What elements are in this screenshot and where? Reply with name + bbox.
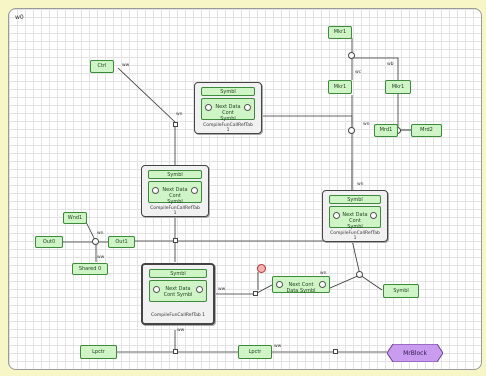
input-port[interactable]: [333, 212, 340, 219]
wire: [329, 274, 361, 289]
warning-icon[interactable]: [257, 264, 266, 273]
block-body-text: Next Data Cont Symbl: [163, 286, 193, 298]
node-mid-left-a[interactable]: Wnd1: [63, 212, 87, 224]
block-footer: CompileFunCallRefTab 1: [150, 313, 206, 318]
input-port[interactable]: [152, 187, 159, 194]
wire-junction[interactable]: [92, 238, 99, 245]
node-mid-left-d[interactable]: Shared 0: [72, 263, 108, 275]
wire: [352, 57, 399, 130]
wire-junction[interactable]: [173, 122, 178, 127]
wire-label: ww: [122, 63, 130, 68]
wire-label: ww: [97, 255, 105, 260]
function-block[interactable]: Symbl Next Data Cont Symbl CompileFunCal…: [141, 263, 215, 325]
block-body: Next Data Cont Symbl: [201, 98, 255, 122]
node-bottom-left[interactable]: Lpctr: [80, 345, 117, 359]
block-body: Next Data Cont Symbl: [329, 206, 381, 230]
wire-junction[interactable]: [253, 291, 258, 296]
output-port[interactable]: [319, 281, 326, 288]
block-title: Symbl: [149, 269, 207, 278]
wire-junction[interactable]: [333, 349, 338, 354]
node-right-far[interactable]: Mrd2: [411, 124, 442, 137]
output-port[interactable]: [191, 187, 198, 194]
block-footer: CompileFunCallRefTab 1: [203, 123, 253, 133]
canvas-corner-label: w0: [15, 14, 24, 21]
node-right-top[interactable]: Mkr1: [328, 26, 352, 39]
wire: [351, 239, 383, 291]
node-top-left-input[interactable]: Ctrl: [90, 60, 114, 73]
node-right-mid-c[interactable]: Mrd1: [374, 124, 398, 137]
node-wide[interactable]: Next Cont Data Symbl: [272, 276, 330, 294]
wire-label: ww: [177, 328, 185, 333]
block-footer: CompileFunCallRefTab 1: [150, 206, 200, 216]
block-body: Next Data Cont Symbl: [148, 181, 202, 205]
terminal-node[interactable]: MrBlock: [387, 344, 443, 362]
wire: [117, 67, 176, 135]
node-mid-left-c[interactable]: Out1: [108, 236, 135, 248]
node-right-mid-a[interactable]: Mkr1: [385, 80, 411, 94]
wire-junction[interactable]: [356, 271, 363, 278]
output-port[interactable]: [370, 212, 377, 219]
wire: [262, 115, 353, 132]
node-bottom-mid[interactable]: Lpctr: [238, 345, 272, 359]
terminal-label: MrBlock: [403, 349, 427, 357]
block-body-text: Next Data Cont Symbl: [215, 104, 241, 122]
wire-label: wn: [357, 182, 364, 187]
wire-label: wn: [320, 271, 327, 276]
node-right-lower[interactable]: Symbl: [383, 284, 419, 298]
output-port[interactable]: [196, 286, 203, 293]
output-port[interactable]: [244, 104, 251, 111]
block-body-text: Next Data Cont Symbl: [162, 187, 188, 205]
block-footer: CompileFunCallRefTab 1: [330, 231, 380, 241]
node-wide-label: Next Cont Data Symbl: [286, 282, 316, 294]
block-title: Symbl: [201, 87, 255, 96]
function-block[interactable]: Symbl Next Data Cont Symbl CompileFunCal…: [141, 165, 209, 217]
wire-junction[interactable]: [348, 127, 355, 134]
block-title: Symbl: [329, 195, 381, 204]
function-block[interactable]: Symbl Next Data Cont Symbl CompileFunCal…: [194, 82, 262, 134]
wire-label: wn: [363, 122, 370, 127]
block-body-text: Next Data Cont Symbl: [342, 212, 368, 230]
wire-junction[interactable]: [173, 238, 178, 243]
input-port[interactable]: [153, 286, 160, 293]
wire-label: ww: [274, 344, 282, 349]
input-port[interactable]: [205, 104, 212, 111]
wire-junction[interactable]: [348, 52, 355, 59]
wire-label: wn: [176, 112, 183, 117]
function-block[interactable]: Symbl Next Data Cont Symbl CompileFunCal…: [322, 190, 388, 242]
block-title: Symbl: [148, 170, 202, 179]
wire-label: ww: [218, 287, 226, 292]
wire-label: wc: [355, 70, 362, 75]
node-right-mid-b[interactable]: Mkr1: [328, 80, 352, 94]
diagram-canvas[interactable]: w0: [8, 8, 482, 370]
node-mid-left-b[interactable]: Out0: [35, 236, 63, 248]
input-port[interactable]: [276, 281, 283, 288]
wire-junction[interactable]: [173, 349, 178, 354]
wire-label: wn: [97, 231, 104, 236]
wire-label: wb: [387, 62, 394, 67]
block-body: Next Data Cont Symbl: [149, 280, 207, 302]
